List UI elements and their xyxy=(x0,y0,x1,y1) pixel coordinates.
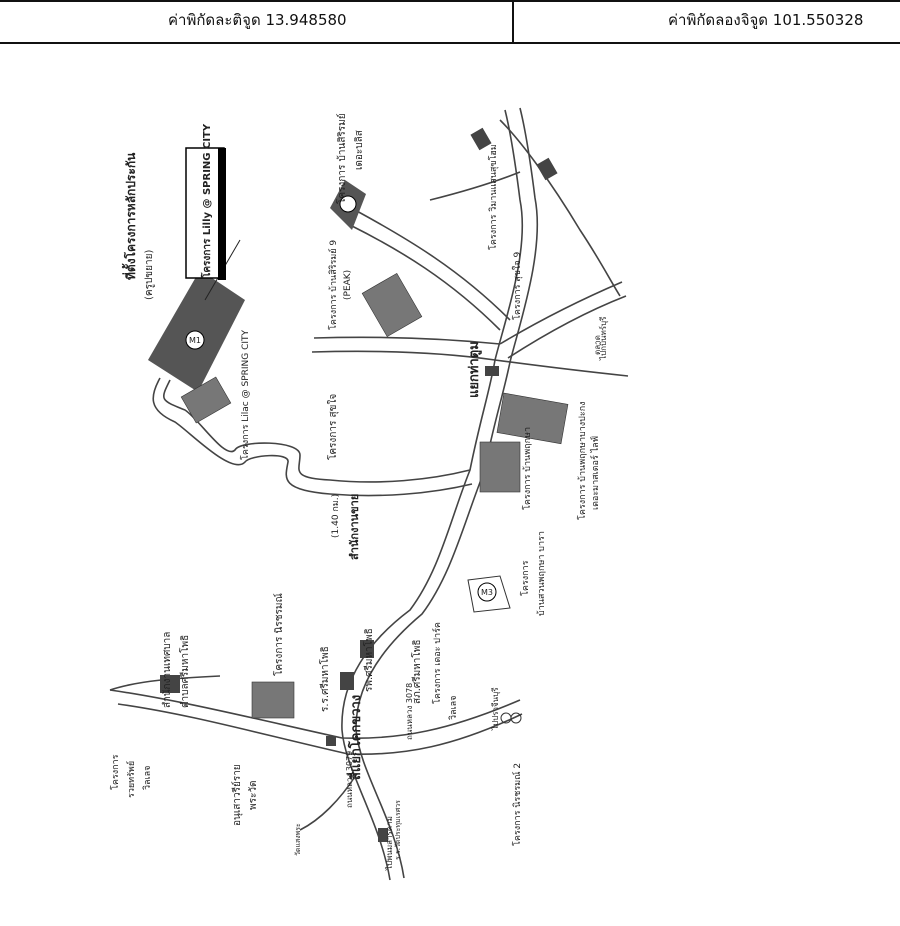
monument-label: อนุเสาวรีย์ราย xyxy=(231,764,243,826)
map-labels: ที่ตั้งโครงการหลักประกัน (ครูปขยาย) โครง… xyxy=(110,113,608,871)
coordinate-header: ค่าพิกัดละติจูด 13.948580 ค่าพิกัดลองจิจ… xyxy=(0,0,900,44)
lilac-label: โครงการ Lilac @ SPRING CITY xyxy=(240,329,251,460)
nirum-label: โครงการ นิรชรมณ์ xyxy=(272,593,285,676)
road-3078: ถนนหลวง 3078 xyxy=(405,683,414,740)
cross-road-a xyxy=(311,350,629,377)
header-bottom-border xyxy=(0,42,900,44)
baan-sirirom-sub: เดอะบลิส xyxy=(354,130,365,170)
spring-city-bar xyxy=(218,148,226,280)
building-icon-a xyxy=(470,127,492,151)
district-sub: ตำบลศรีมหาโพธิ xyxy=(178,635,191,708)
kok-signal-icon xyxy=(326,736,336,746)
header-divider xyxy=(512,0,514,44)
site-marker xyxy=(185,330,205,350)
school-label: ร.ร.ศรีมหาโพธิ xyxy=(318,646,331,712)
site-mark-text: M1 xyxy=(189,336,201,345)
intersection-ta: แยกท่าตูม xyxy=(467,341,482,398)
ruay-sub2: วิลเลจ xyxy=(142,766,153,790)
site-label: ที่ตั้งโครงการหลักประกัน xyxy=(121,152,138,280)
sirirom9-label: โครงการ บ้านสิริรมย์ 9 xyxy=(327,240,339,330)
district-office-icon xyxy=(160,675,180,693)
road-network xyxy=(109,107,629,881)
main-road-edge-b xyxy=(355,107,539,879)
to-south: ไปพนมสารคาม xyxy=(385,816,394,871)
north-branch-b xyxy=(507,295,627,359)
hospital-label: รพ.ศรีมหาโพธิ xyxy=(362,628,375,692)
north-branch-a xyxy=(499,281,623,345)
prachin-sub: เดอะมาสเตอร์ ไลฟ์ xyxy=(589,436,601,510)
ruay-label: โครงการ xyxy=(110,754,121,790)
to-prachin: ไปปราจีนบุรี xyxy=(491,687,500,731)
spring-city-text: โครงการ Lilly @ SPRING CITY xyxy=(200,123,213,279)
pruksa-block xyxy=(496,392,569,445)
kok-road-b xyxy=(117,703,523,756)
south-branch xyxy=(299,774,357,831)
latitude-label: ค่าพิกัดละติจูด 13.948580 xyxy=(168,11,347,29)
wimarn-label: โครงการ วิมานแสนสุขโฮม xyxy=(488,144,499,250)
the-private: โครงการ เดอะ ปาร์ค xyxy=(431,622,443,704)
m3-mark-text: M3 xyxy=(481,588,493,597)
nirum-block xyxy=(251,681,295,719)
m2-road-a xyxy=(349,224,501,331)
cross-road-b xyxy=(313,336,501,345)
main-road-edge-a xyxy=(341,109,524,881)
kok-road-a xyxy=(109,689,521,740)
to-north: ไปกบินทร์บุรี xyxy=(598,316,608,361)
ne-road xyxy=(429,171,521,201)
m2-marker xyxy=(339,195,357,213)
spring-city-frame xyxy=(185,147,225,279)
m3-marker xyxy=(477,582,497,602)
police-icon-b xyxy=(510,712,522,724)
intersection-kok: สี่แยกโคกขวาง xyxy=(346,695,364,780)
hospital-icon xyxy=(360,640,374,658)
sukjai-label: โครงการ สุขใจ xyxy=(326,394,339,460)
baan-sub: บ้านสวนพฤกษา บารา xyxy=(536,531,547,616)
ne-road-2 xyxy=(499,119,621,297)
suk9-label: โครงการ สุขใจ 9 xyxy=(512,252,523,320)
the-private-sub: วิลเลจ xyxy=(448,696,459,720)
pruksa-label: โครงการ บ้านพฤกษา xyxy=(522,427,533,510)
m2-parcel xyxy=(330,180,366,230)
district-office: สำนักงานเทศบาล xyxy=(162,632,173,708)
ta-signal-icon xyxy=(485,366,499,376)
distance-label: (1.40 กม.) xyxy=(331,494,341,538)
temple-label: วัดแสงพระ xyxy=(294,823,302,856)
winding-road-b xyxy=(152,377,473,497)
spring-city-label-box xyxy=(185,147,226,280)
monument-sub: พระวัด xyxy=(248,781,259,810)
landmarks xyxy=(160,127,558,842)
school-icon xyxy=(340,672,354,690)
sirirom9-block xyxy=(361,272,423,338)
peak-label: (PEAK) xyxy=(343,270,353,300)
baan-sirirom-label: โครงการ บ้านสิริรมย์ xyxy=(335,113,348,204)
road-3079: ถนนหลวง 3079 xyxy=(345,751,354,808)
office-label: สำนักงานขาย xyxy=(348,494,361,560)
longitude-label: ค่าพิกัดลองจิจูด 101.550328 xyxy=(668,11,864,29)
ruay-sub: รวยทรัพย์ xyxy=(125,761,137,798)
baan-label: โครงการ xyxy=(520,560,531,596)
market-label: ตลาด xyxy=(593,335,602,355)
prachin-label: โครงการ บ้านพฤกษาบางปะกง xyxy=(577,401,588,520)
lilac-block xyxy=(180,376,232,424)
sukjai-block xyxy=(479,441,521,493)
location-map: M1 M3 ที่ตั้งโครงการหล xyxy=(109,107,629,881)
police-label: สภ.ศรีมหาโพธิ xyxy=(410,640,423,704)
housing-blocks xyxy=(180,272,569,719)
school2-label: ร.ร.วัดประทุมเรศวร xyxy=(394,800,402,860)
school2-icon xyxy=(378,828,388,842)
header-top-border xyxy=(0,0,900,2)
m3-parcel: M3 xyxy=(467,575,511,613)
site-note: (ครูปขยาย) xyxy=(144,250,155,300)
nirum2-label: โครงการ นิรชรมณ์ 2 xyxy=(511,763,523,846)
m2-road-b xyxy=(354,209,511,321)
winding-road-a xyxy=(162,379,471,483)
building-icon-b xyxy=(536,157,558,181)
